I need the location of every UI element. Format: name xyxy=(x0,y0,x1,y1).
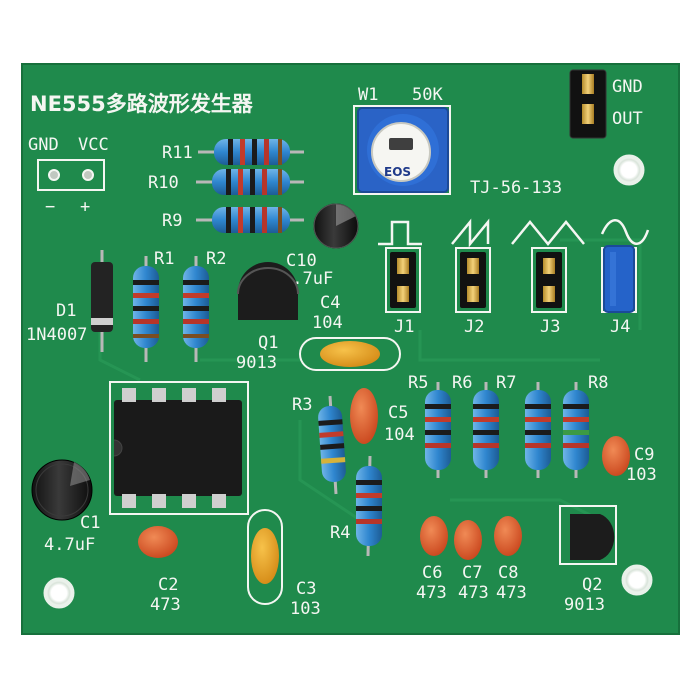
capacitor-c9 xyxy=(602,436,630,476)
pot-ref: W1 xyxy=(358,85,378,105)
capacitor-c2 xyxy=(138,526,178,558)
capacitor-c4 xyxy=(320,341,380,367)
capacitor-c4-ref: C4 xyxy=(320,293,340,313)
sine-wave-icon xyxy=(600,219,650,245)
jumper-j1-label: J1 xyxy=(394,317,414,337)
capacitor-c8-ref: C8 xyxy=(498,563,518,583)
capacitor-c1 xyxy=(31,459,93,521)
transistor-q1 xyxy=(237,262,299,320)
mounting-hole xyxy=(43,577,75,609)
diode-d1-value: 1N4007 xyxy=(26,325,87,345)
resistor-r6-label: R6 xyxy=(452,373,472,393)
capacitor-c4-value: 104 xyxy=(312,313,343,333)
transistor-q1-value: 9013 xyxy=(236,353,277,373)
capacitor-c10 xyxy=(313,203,359,249)
transistor-q1-ref: Q1 xyxy=(258,333,278,353)
resistor-r6 xyxy=(473,382,499,478)
capacitor-c2-ref: C2 xyxy=(158,575,178,595)
triangle-wave-icon xyxy=(511,220,585,246)
capacitor-c8 xyxy=(494,516,522,556)
jumper-j3[interactable] xyxy=(531,247,567,313)
resistor-r8-label: R8 xyxy=(588,373,608,393)
capacitor-c6 xyxy=(420,516,448,556)
resistor-r1 xyxy=(133,256,159,362)
jumper-j2-label: J2 xyxy=(464,317,484,337)
transistor-q2 xyxy=(559,505,617,565)
resistor-r7-label: R7 xyxy=(496,373,516,393)
capacitor-c3 xyxy=(251,528,279,584)
mounting-hole xyxy=(621,564,653,596)
pot-value: 50K xyxy=(412,85,443,105)
jumper-j4-label: J4 xyxy=(610,317,630,337)
resistor-r4 xyxy=(356,455,382,557)
capacitor-c7-value: 473 xyxy=(458,583,489,603)
capacitor-c1-value: 4.7uF xyxy=(44,535,95,555)
power-minus-label: − xyxy=(45,197,55,217)
jumper-j3-label: J3 xyxy=(540,317,560,337)
transistor-q2-ref: Q2 xyxy=(582,575,602,595)
resistor-r5 xyxy=(425,382,451,478)
power-gnd-label: GND xyxy=(28,135,59,155)
square-wave-icon xyxy=(378,220,422,246)
resistor-r1-label: R1 xyxy=(154,249,174,269)
resistor-r3 xyxy=(318,395,346,495)
capacitor-c5 xyxy=(350,388,378,444)
capacitor-c3-value: 103 xyxy=(290,599,321,619)
capacitor-c3-ref: C3 xyxy=(296,579,316,599)
output-out-label: OUT xyxy=(612,109,643,129)
resistor-r9-label: R9 xyxy=(162,211,182,231)
resistor-r2-label: R2 xyxy=(206,249,226,269)
board-title: NE555多路波形发生器 xyxy=(30,92,254,116)
capacitor-c2-value: 473 xyxy=(150,595,181,615)
resistor-r3-label: R3 xyxy=(292,395,312,415)
resistor-r7 xyxy=(525,382,551,478)
resistor-r4-label: R4 xyxy=(330,523,350,543)
capacitor-c7-ref: C7 xyxy=(462,563,482,583)
mounting-hole xyxy=(613,154,645,186)
resistor-r11-label: R11 xyxy=(162,143,193,163)
transistor-q2-value: 9013 xyxy=(564,595,605,615)
capacitor-c5-value: 104 xyxy=(384,425,415,445)
sawtooth-wave-icon xyxy=(451,218,490,248)
resistor-r10 xyxy=(196,169,304,195)
power-plus-label: + xyxy=(80,197,90,217)
resistor-r10-label: R10 xyxy=(148,173,179,193)
pot-knob-text: EOS xyxy=(384,165,411,179)
jumper-j4[interactable] xyxy=(601,245,637,313)
capacitor-c8-value: 473 xyxy=(496,583,527,603)
capacitor-c6-ref: C6 xyxy=(422,563,442,583)
resistor-r11 xyxy=(198,139,304,165)
diode-d1-ref: D1 xyxy=(56,301,76,321)
capacitor-c6-value: 473 xyxy=(416,583,447,603)
capacitor-c9-ref: C9 xyxy=(634,445,654,465)
output-gnd-label: GND xyxy=(612,77,643,97)
power-vcc-label: VCC xyxy=(78,135,109,155)
resistor-r9 xyxy=(196,207,304,233)
resistor-r8 xyxy=(563,382,589,478)
ic-ne555 xyxy=(109,381,249,515)
board-model: TJ-56-133 xyxy=(470,178,562,198)
diode-d1 xyxy=(91,250,113,352)
capacitor-c10-ref: C10 xyxy=(286,251,317,271)
capacitor-c5-ref: C5 xyxy=(388,403,408,423)
resistor-r5-label: R5 xyxy=(408,373,428,393)
jumper-j2[interactable] xyxy=(455,247,491,313)
power-terminal xyxy=(37,159,105,191)
resistor-r2 xyxy=(183,256,209,362)
capacitor-c1-ref: C1 xyxy=(80,513,100,533)
jumper-j1[interactable] xyxy=(385,247,421,313)
capacitor-c7 xyxy=(454,520,482,560)
pot-knob xyxy=(371,122,431,182)
capacitor-c9-value: 103 xyxy=(626,465,657,485)
